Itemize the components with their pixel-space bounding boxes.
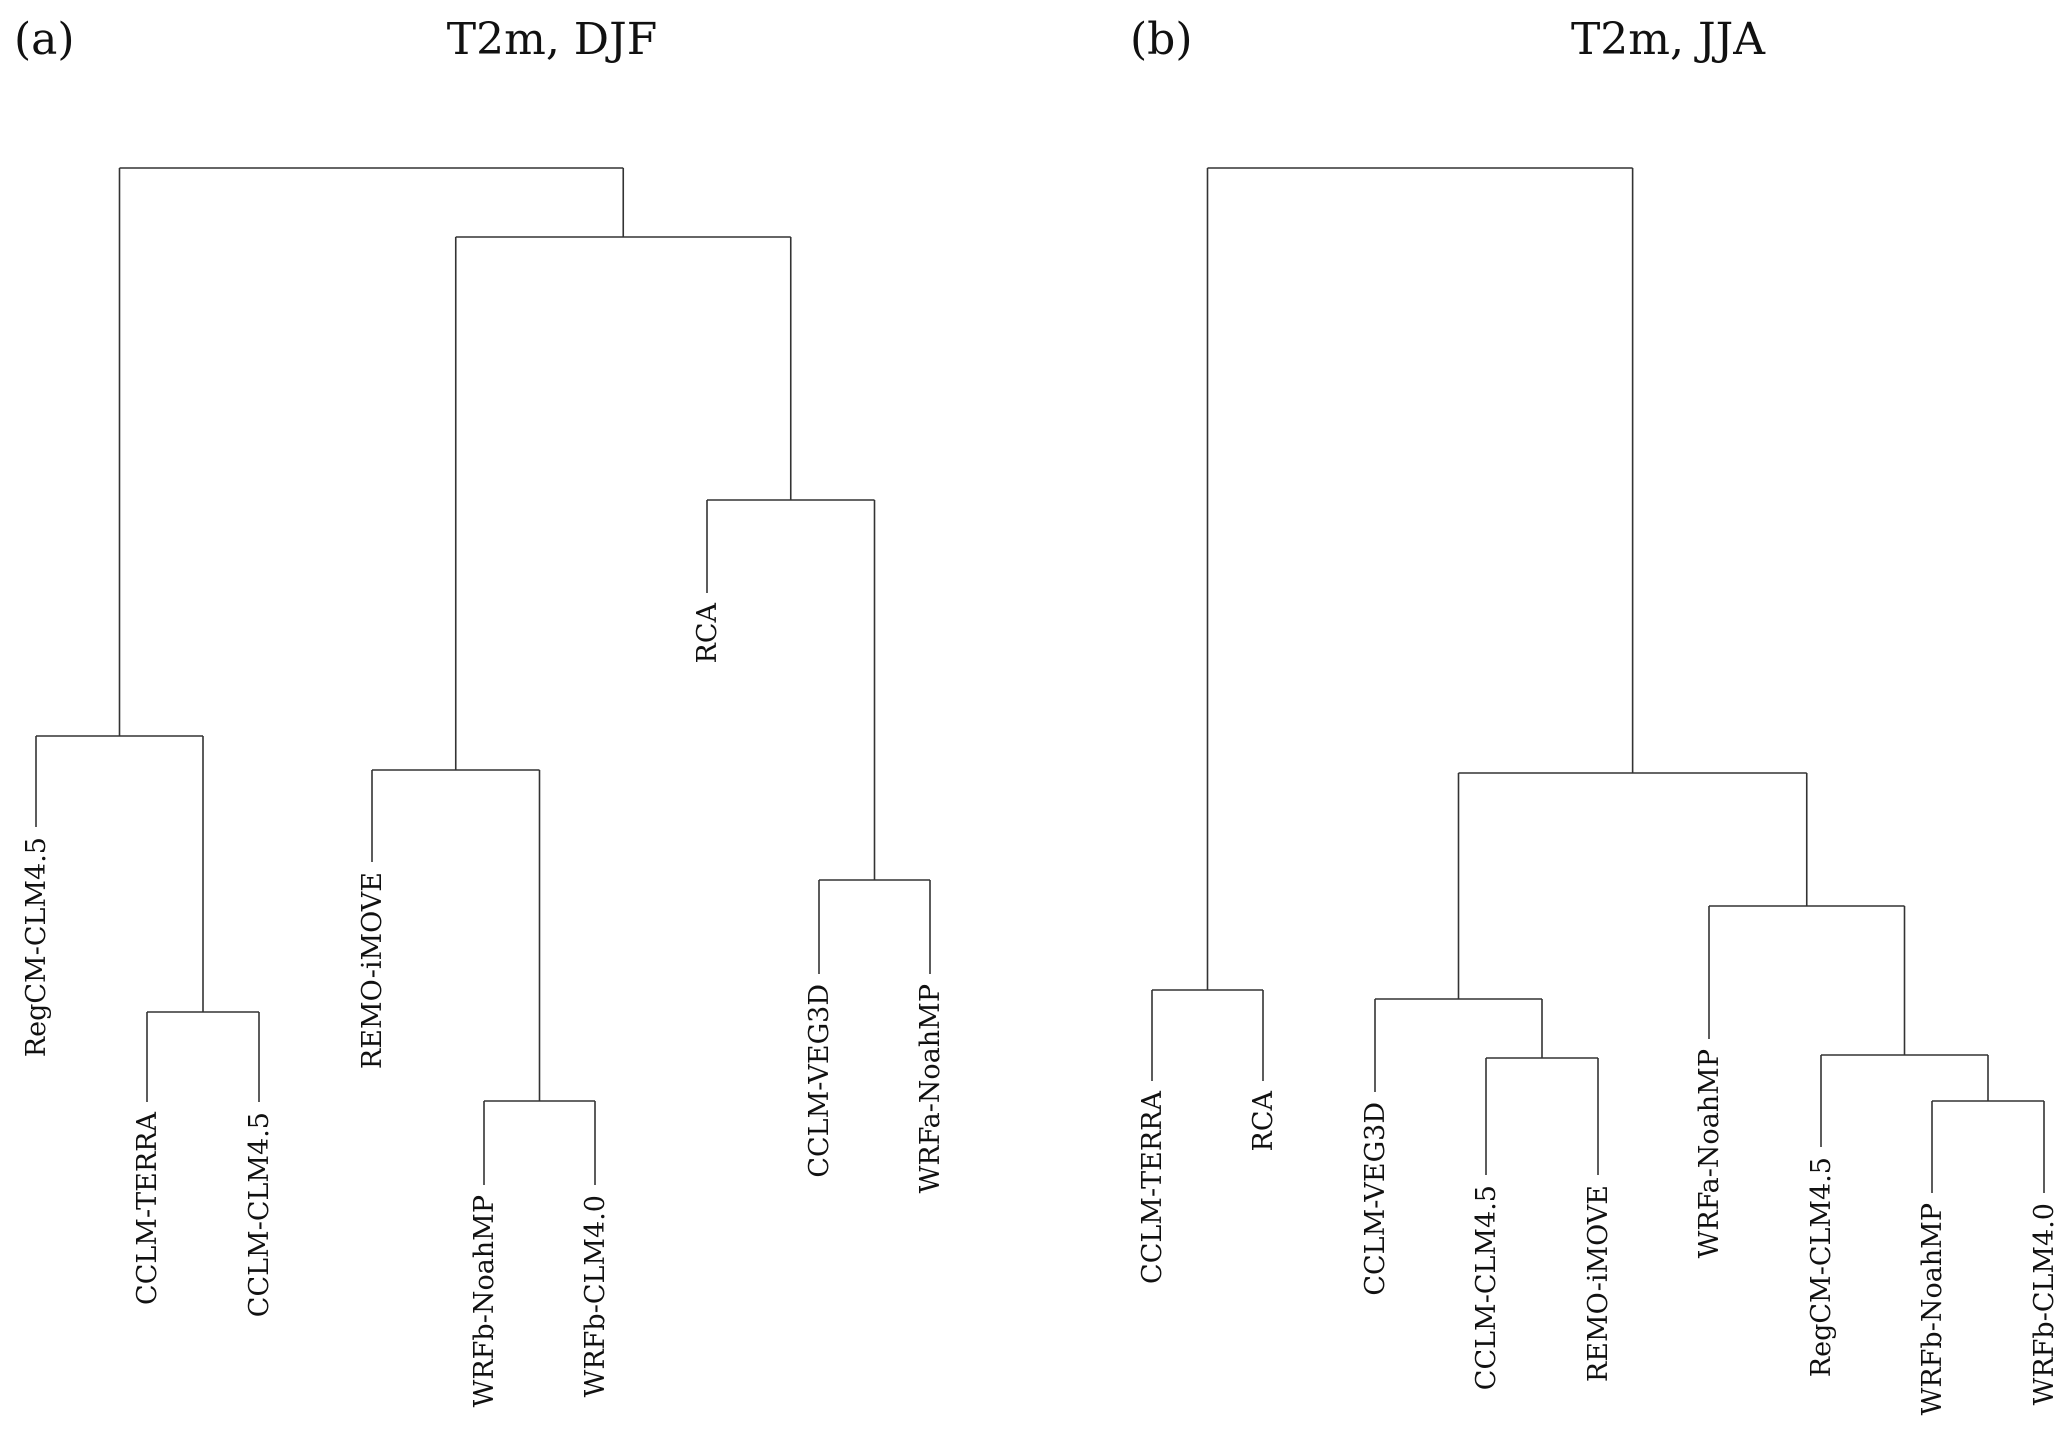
leaf-label: WRFb-NoahMP bbox=[1917, 1203, 1948, 1415]
leaf-label: CCLM-VEG3D bbox=[1360, 1102, 1391, 1296]
leaf-label: CCLM-TERRA bbox=[1137, 1091, 1168, 1284]
leaf-label: CCLM-CLM4.5 bbox=[1471, 1185, 1502, 1390]
leaf-label: WRFa-NoahMP bbox=[1694, 1049, 1725, 1258]
leaf-label: WRFa-NoahMP bbox=[915, 984, 946, 1193]
leaf-label: RCA bbox=[692, 603, 723, 664]
panel-b-title: T2m, JJA bbox=[1571, 14, 1766, 65]
panel-a-title: T2m, DJF bbox=[447, 14, 657, 65]
panel-b-links bbox=[1151, 167, 2045, 1193]
leaf-label: CCLM-TERRA bbox=[132, 1112, 163, 1305]
leaf-label: RegCM-CLM4.5 bbox=[21, 837, 52, 1057]
leaf-label: REMO-iMOVE bbox=[1583, 1185, 1614, 1382]
panel-b-letter: (b) bbox=[1130, 14, 1193, 65]
leaf-label: CCLM-VEG3D bbox=[804, 984, 835, 1178]
leaf-label: WRFb-CLM4.0 bbox=[580, 1195, 611, 1397]
panel-a-links bbox=[35, 167, 931, 1185]
leaf-label: WRFb-CLM4.0 bbox=[2029, 1203, 2060, 1405]
panel-b-leaf-labels: CCLM-TERRA RCA CCLM-VEG3D CCLM-CLM4.5 REMO-i… bbox=[1137, 1049, 2060, 1415]
leaf-label: REMO-iMOVE bbox=[357, 872, 388, 1069]
leaf-label: RCA bbox=[1248, 1091, 1279, 1152]
leaf-label: CCLM-CLM4.5 bbox=[244, 1112, 275, 1317]
leaf-label: WRFb-NoahMP bbox=[469, 1195, 500, 1407]
leaf-label: RegCM-CLM4.5 bbox=[1806, 1157, 1837, 1377]
panel-a-letter: (a) bbox=[14, 14, 75, 65]
